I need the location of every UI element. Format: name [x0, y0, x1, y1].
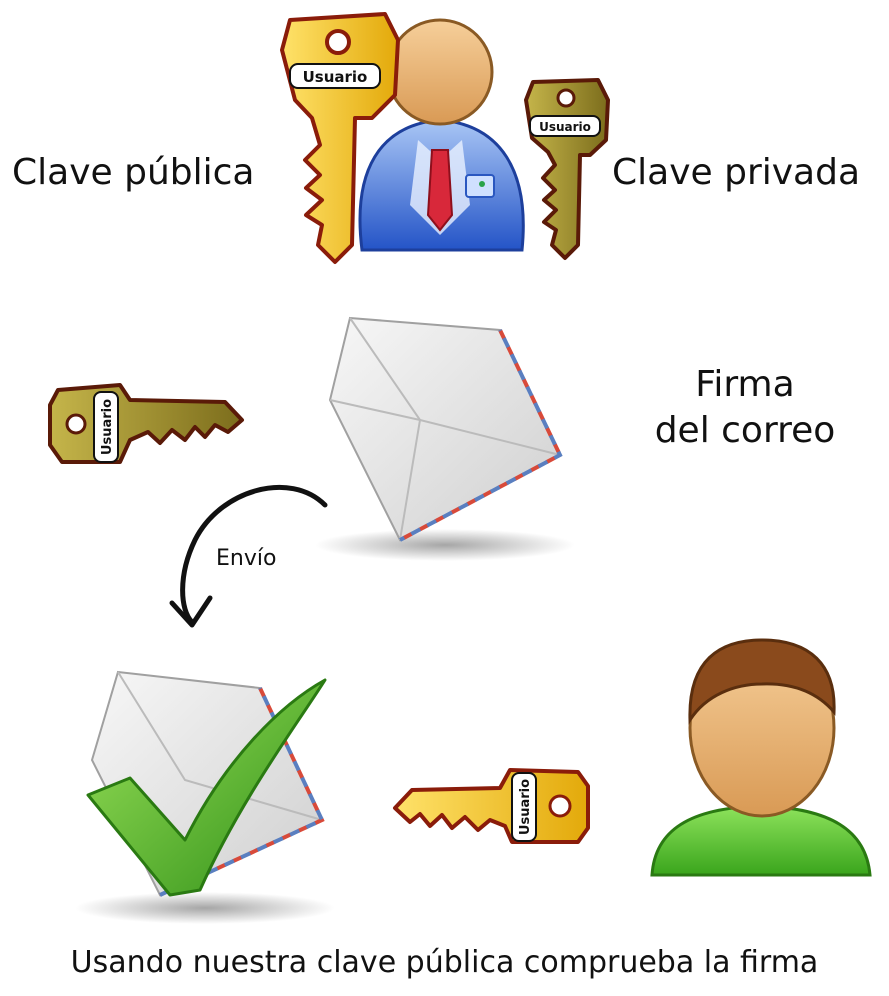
verifying-key-tag: Usuario	[518, 779, 533, 835]
footer-caption: Usando nuestra clave pública comprueba l…	[70, 945, 819, 980]
send-arrow-icon	[169, 484, 328, 628]
signature-label-line2: del correo	[654, 410, 836, 451]
checkmark-icon	[86, 678, 327, 897]
private-key-icon: Usuario	[524, 78, 610, 260]
envelope-icon	[315, 316, 575, 561]
signing-key-tag: Usuario	[100, 399, 115, 455]
signature-label-line1: Firma	[695, 364, 795, 405]
public-key-label: Clave pública	[12, 152, 255, 193]
receiver-user-icon	[650, 638, 872, 877]
verifying-key-icon: Usuario	[393, 768, 590, 844]
signature-label: Firma del correo	[640, 362, 850, 454]
public-key-tag: Usuario	[303, 68, 368, 86]
public-key-icon: Usuario	[280, 12, 400, 264]
signing-key-icon: Usuario	[48, 383, 244, 464]
private-key-label: Clave privada	[612, 152, 861, 193]
send-label: Envío	[216, 546, 277, 571]
private-key-tag: Usuario	[539, 120, 591, 134]
